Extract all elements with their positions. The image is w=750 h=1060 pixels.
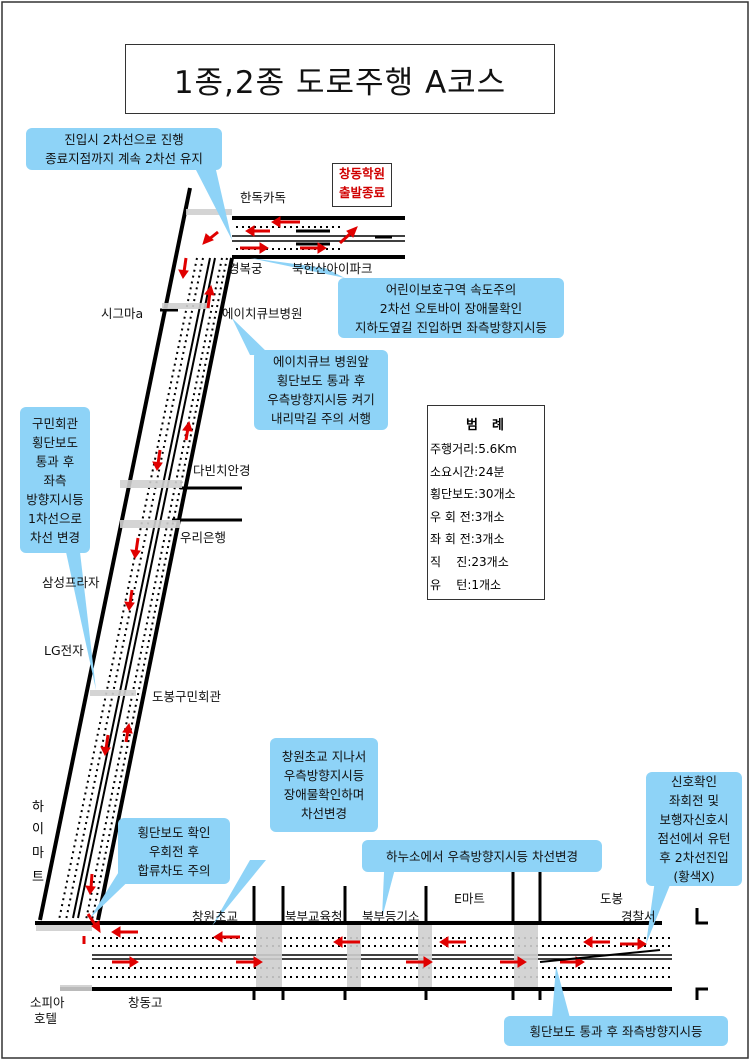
start-label-2: 출발종료 [338, 185, 385, 200]
callout-hanuso-line-1: 하누소에서 우측방향지시등 차선변경 [386, 848, 578, 864]
top-road [232, 216, 405, 259]
legend-row-left-turn: 좌 회 전:3개소 [430, 532, 505, 547]
place-changwon: 창원초교 [192, 909, 239, 924]
callout-right-turn-line-1: 횡단보도 확인 [137, 824, 211, 840]
place-dobong-hall: 도봉구민회관 [152, 689, 222, 704]
place-himart-1: 하 [32, 800, 44, 815]
callout-hcube-line-3: 우측방향지시등 켜기 [267, 392, 375, 407]
legend-row-distance: 주행거리:5.6Km [430, 442, 517, 456]
place-changdong-high: 창동고 [128, 995, 163, 1010]
callout-crosswalk-left-line-1: 횡단보도 통과 후 좌측방향지시등 [529, 1023, 703, 1039]
place-himart-2: 이 [32, 822, 44, 837]
place-samsung: 삼성프라자 [42, 575, 100, 590]
page-title: 1종,2종 도로주행 A코스 [125, 44, 555, 114]
place-davinci: 다빈치안경 [193, 463, 251, 478]
place-bukhansan: 북한산아이파크 [292, 261, 373, 276]
callout-hcube-line-1: 에이치큐브 병원앞 [273, 354, 369, 369]
callout-u-turn-line-4: 점선에서 유턴 [657, 831, 731, 846]
u-turn-path [539, 949, 661, 963]
bottom-road [35, 872, 708, 1000]
callout-right-turn-line-2: 우회전 후 [149, 843, 199, 859]
callout-entry-line-1: 진입시 2차선으로 진행 [64, 132, 184, 147]
callout-school-zone-line-2: 2차선 오토바이 장애물확인 [379, 300, 523, 316]
callout-civic-hall-line-4: 좌측 [43, 472, 67, 488]
callout-school-zone-line-1: 어린이보호구역 속도주의 [385, 281, 517, 297]
callout-entry-line-2: 종료지점까지 계속 2차선 유지 [45, 151, 203, 166]
callout-civic-hall-line-6: 1차선으로 [28, 510, 82, 526]
legend-title: 범례 [466, 418, 518, 433]
crosswalks [36, 209, 538, 991]
legend-row-time: 소요시간:24분 [430, 464, 505, 479]
place-bukbu-registry: 북부등기소 [362, 909, 420, 924]
place-woori: 우리은행 [180, 530, 227, 545]
place-emart: E마트 [454, 891, 485, 906]
legend-row-crosswalk: 횡단보도:30개소 [430, 487, 516, 502]
callout-u-turn-line-5: 후 2차선진입 [659, 850, 729, 865]
callout-school-zone-line-3: 지하도옆길 진입하면 좌측방향지시등 [355, 319, 547, 335]
legend-row-straight: 직 진:23개소 [430, 554, 509, 569]
place-dobong-police-1: 도봉 [600, 891, 624, 906]
place-bukbu-edu: 북부교육청 [285, 909, 343, 924]
callout-civic-hall-line-7: 차선 변경 [30, 529, 80, 545]
callout-u-turn-line-1: 신호확인 [670, 774, 717, 789]
route-arrows [82, 216, 647, 968]
callout-civic-hall-line-5: 방향지시등 [26, 491, 84, 507]
place-gyeongbokgung: 경복궁 [228, 261, 263, 276]
legend: 범례 주행거리:5.6Km 소요시간:24분 횡단보도:30개소 우 회 전:3… [427, 405, 545, 600]
place-himart-4: 트 [32, 870, 44, 885]
callout-u-turn-line-6: (황색X) [673, 869, 715, 884]
callout-civic-hall-line-2: 횡단보도 [31, 434, 78, 450]
place-hcube: 에이치큐브병원 [222, 306, 303, 321]
callout-hcube-line-4: 내리막길 주의 서행 [271, 411, 371, 426]
callout-civic-hall-line-3: 통과 후 [35, 453, 75, 469]
main-road [38, 187, 234, 921]
place-hankook: 한독카독 [240, 190, 287, 205]
place-sigma: 시그마a [101, 306, 144, 321]
callout-u-turn-line-2: 좌회전 및 [669, 793, 719, 808]
callout-changwon-line-3: 장애물확인하며 [283, 787, 365, 802]
place-sofia-1: 소피아 [30, 995, 65, 1010]
legend-row-u-turn: 유 턴:1개소 [430, 577, 502, 592]
start-end-marker: 창동학원 출발종료 [332, 163, 392, 207]
callout-crosswalk-left: 횡단보도 통과 후 좌측방향지시등 [504, 1016, 728, 1046]
place-lg: LG전자 [44, 643, 84, 658]
callout-changwon-line-1: 창원초교 지나서 [281, 749, 367, 764]
place-dobong-police-2: 경찰서 [621, 909, 656, 924]
callout-hcube-line-2: 횡단보도 통과 후 [276, 373, 366, 388]
callout-right-turn-line-3: 합류차도 주의 [137, 862, 211, 878]
legend-row-right-turn: 우 회 전:3개소 [430, 509, 505, 524]
side-streets [160, 308, 242, 522]
callout-changwon-line-4: 차선변경 [300, 806, 347, 821]
place-himart-3: 마 [32, 846, 44, 861]
callout-civic-hall-line-1: 구민회관 [31, 415, 78, 431]
callout-hanuso: 하누소에서 우측방향지시등 차선변경 [362, 840, 602, 872]
callout-u-turn-line-3: 보행자신호시 [659, 812, 729, 827]
place-sofia-2: 호텔 [34, 1011, 58, 1026]
callout-changwon-line-2: 우측방향지시등 [283, 768, 365, 783]
start-label-1: 창동학원 [338, 166, 385, 181]
